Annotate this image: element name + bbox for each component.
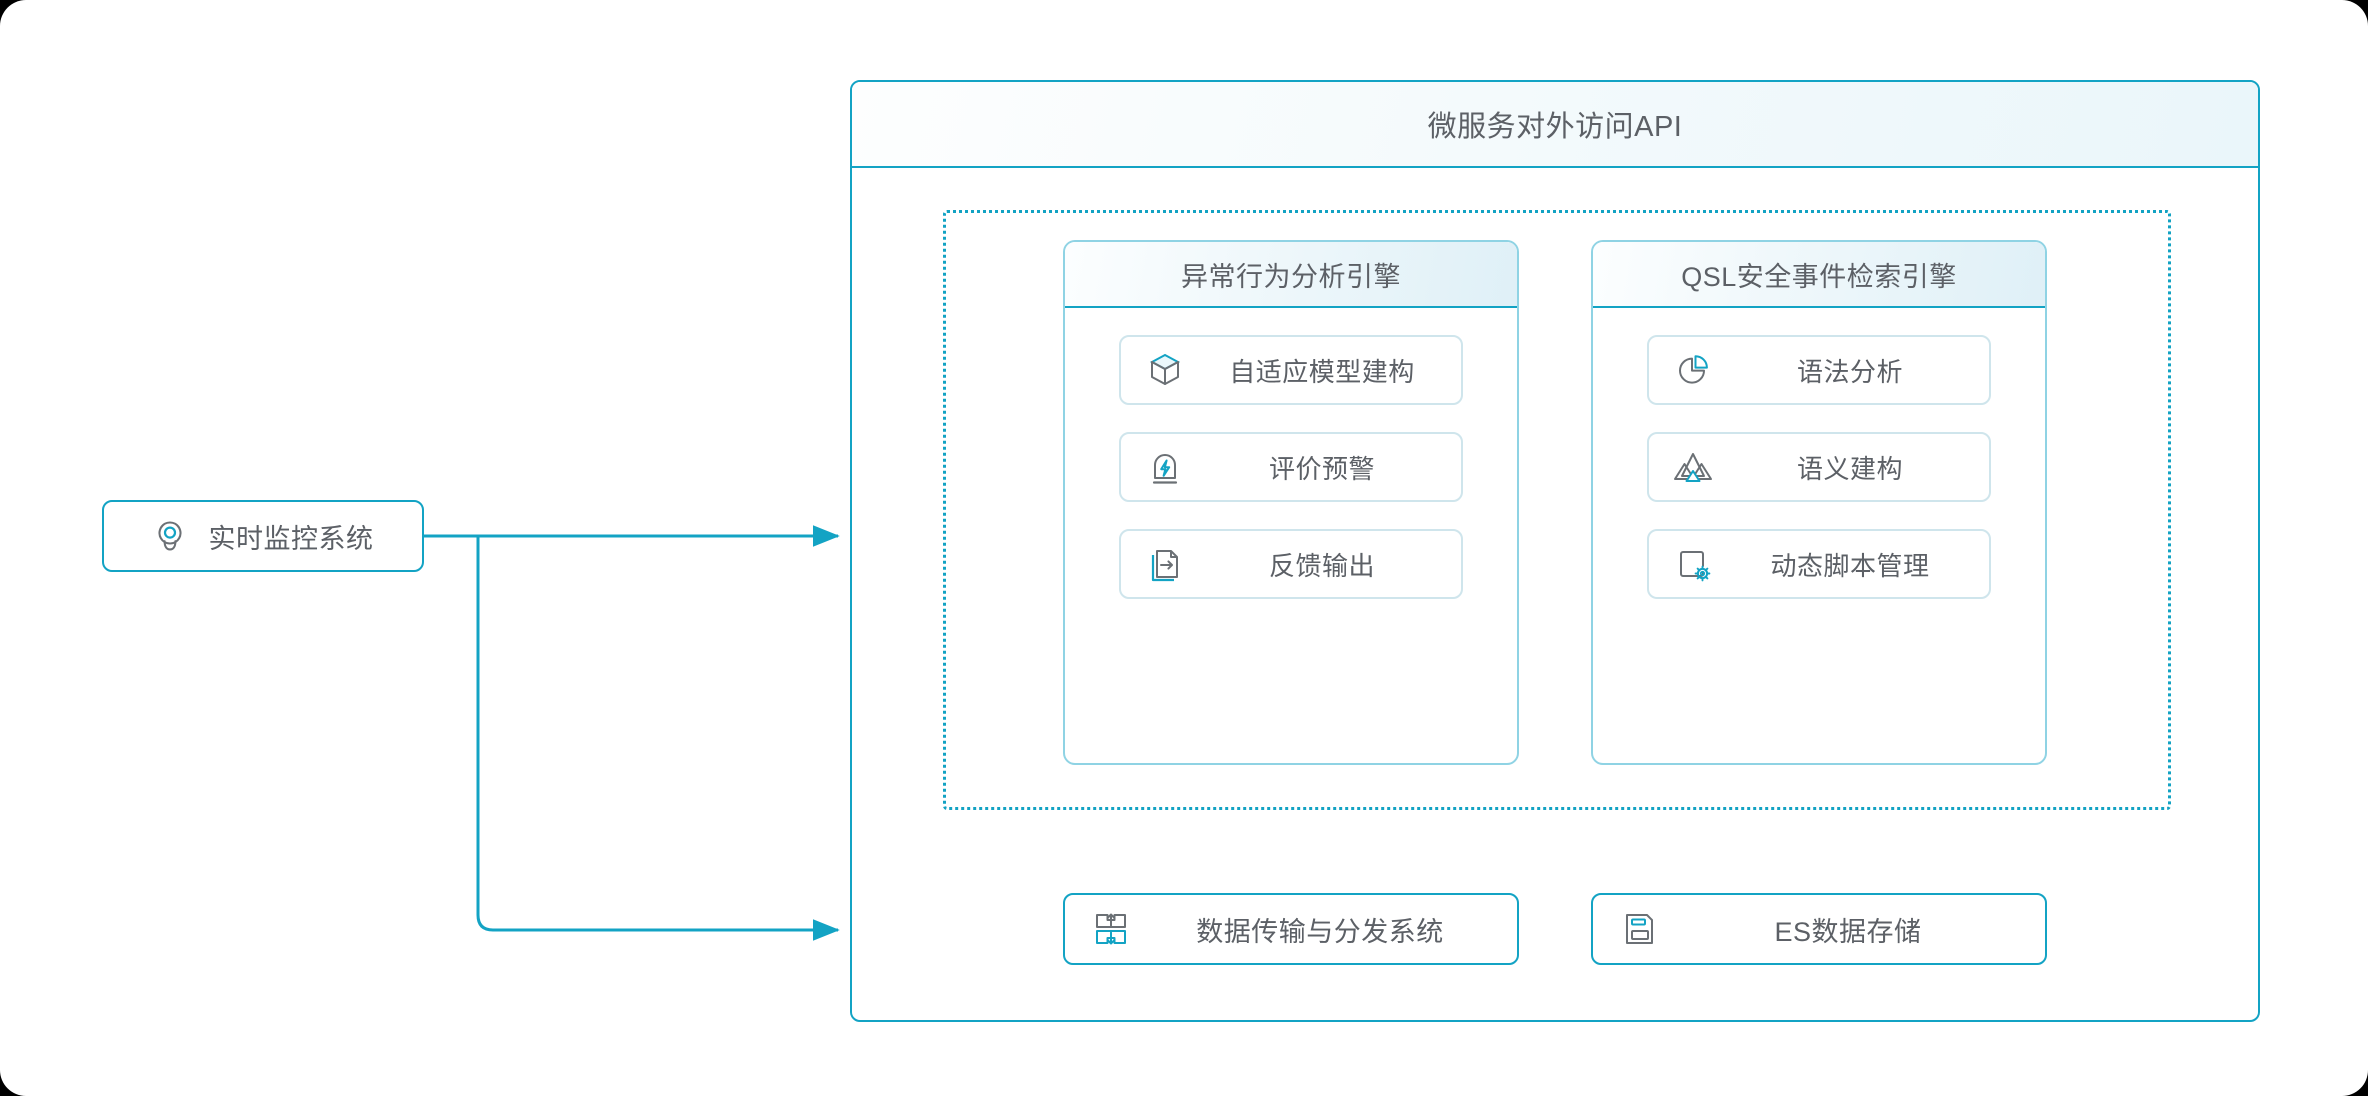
item-label: 自适应模型建构 [1229,356,1415,387]
item-dynamic-script-management[interactable]: 动态脚本管理 [1647,529,1991,599]
panel-qsl-security-event-search-engine: QSL安全事件检索引擎 语法分析 [1591,240,2047,765]
api-header-bar: 微服务对外访问API [852,82,2258,168]
node-label: 实时监控系统 [208,523,374,554]
panel-body: 自适应模型建构 评价预警 [1065,308,1517,599]
node-es-data-storage[interactable]: ES数据存储 [1591,893,2047,965]
item-label: 动态脚本管理 [1770,550,1930,581]
item-label: 语义建构 [1796,453,1903,484]
shield-bolt-alert-icon [1121,447,1209,487]
panel-anomaly-analysis-engine: 异常行为分析引擎 自适应模型建构 [1063,240,1519,765]
item-syntax-analysis[interactable]: 语法分析 [1647,335,1991,405]
panel-title: QSL安全事件检索引擎 [1681,261,1957,292]
engine-region-dotted-boundary [943,210,2171,810]
cube-model-icon [1121,350,1209,390]
layered-triangles-icon [1649,447,1737,487]
pie-chart-icon [1649,350,1737,390]
page-title: 微服务对外访问API [1427,111,1683,143]
item-feedback-output[interactable]: 反馈输出 [1119,529,1463,599]
item-label: 反馈输出 [1268,550,1375,581]
item-evaluation-alert[interactable]: 评价预警 [1119,432,1463,502]
node-data-transport-distribution[interactable]: 数据传输与分发系统 [1063,893,1519,965]
monitoring-camera-icon [153,519,187,553]
floppy-disk-storage-icon [1593,908,1685,950]
panel-title: 异常行为分析引擎 [1181,261,1401,292]
node-label: ES数据存储 [1774,916,1922,947]
panel-header: 异常行为分析引擎 [1065,242,1517,308]
panel-body: 语法分析 语义建构 [1593,308,2045,599]
node-realtime-monitoring[interactable]: 实时监控系统 [102,500,424,572]
item-semantic-construction[interactable]: 语义建构 [1647,432,1991,502]
wire-monitor-to-transport [476,536,840,941]
item-adaptive-model-building[interactable]: 自适应模型建构 [1119,335,1463,405]
data-transfer-arrows-icon [1065,908,1157,950]
panel-header: QSL安全事件检索引擎 [1593,242,2045,308]
item-label: 评价预警 [1268,453,1375,484]
square-gear-icon [1649,544,1737,584]
item-label: 语法分析 [1796,356,1903,387]
node-label: 数据传输与分发系统 [1196,916,1444,947]
document-export-icon [1121,544,1209,584]
